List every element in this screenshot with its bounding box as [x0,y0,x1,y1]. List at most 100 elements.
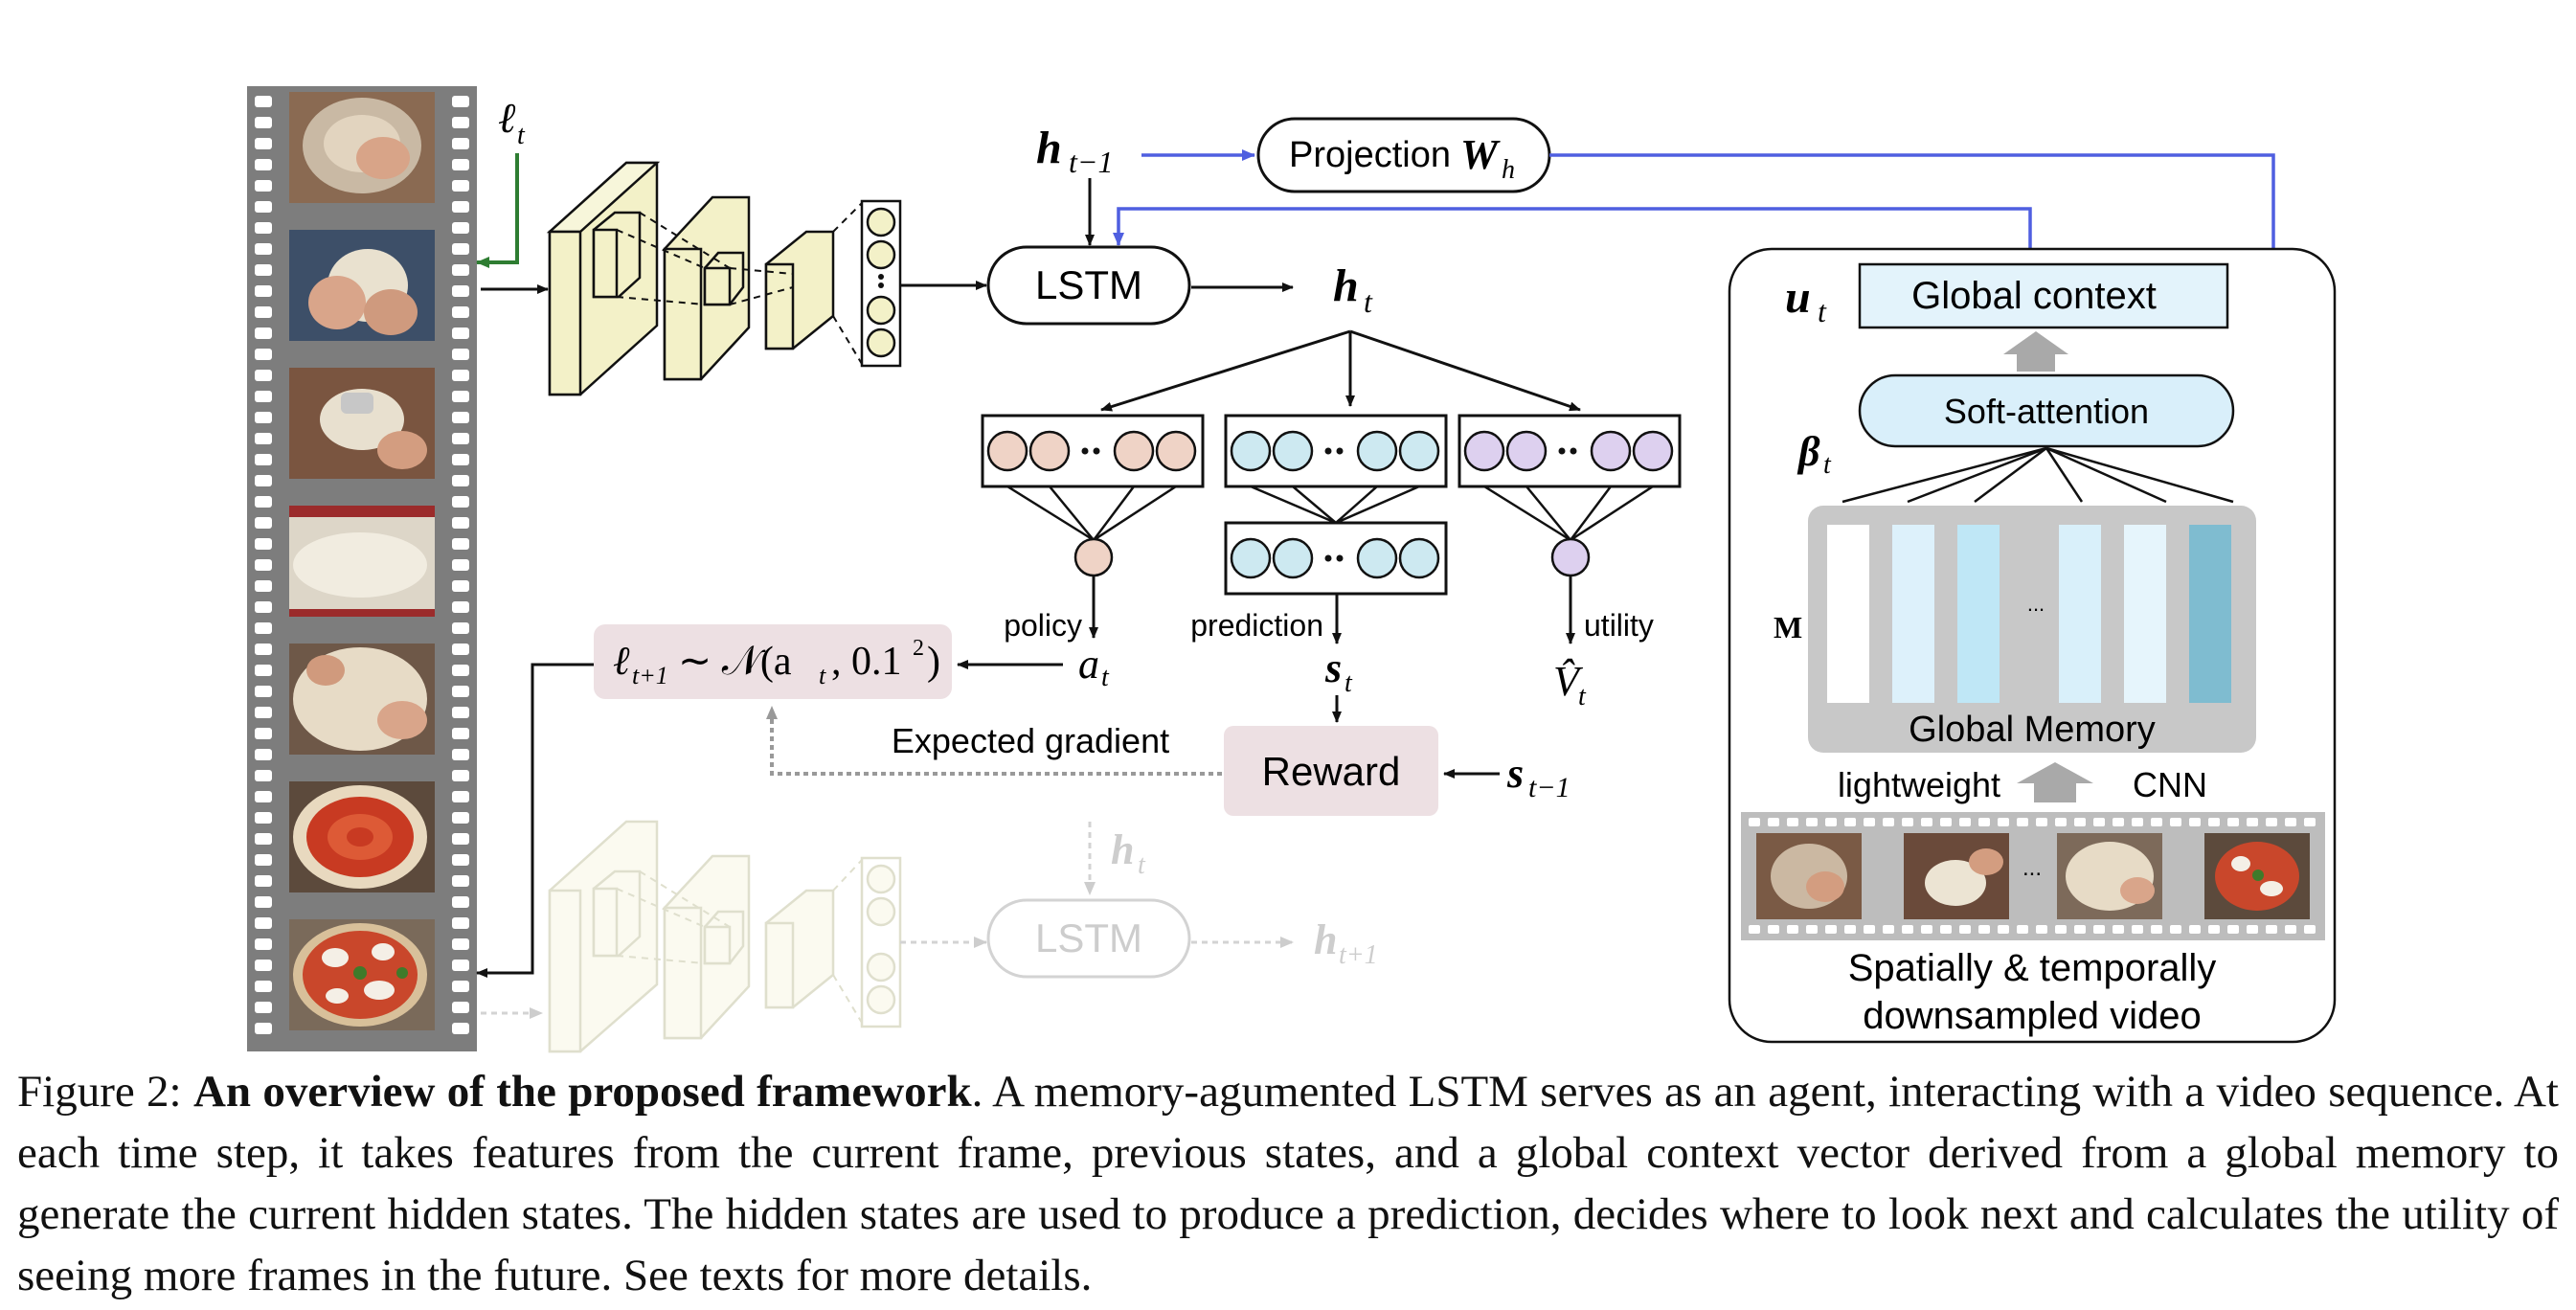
svg-text:ℓ: ℓ [498,95,516,142]
downsampled-frame-4 [2204,833,2310,919]
sprocket-hole [255,1023,272,1034]
framework-diagram: ℓ t h [247,86,2337,1053]
svg-text:t−1: t−1 [1528,772,1570,803]
sprocket-hole [2247,925,2258,934]
sprocket-hole [452,306,469,318]
sprocket-hole [2036,925,2047,934]
sprocket-hole [255,538,272,550]
sprocket-hole [452,496,469,508]
sprocket-hole [255,117,272,128]
sprocket-hole [1940,925,1952,934]
svg-text:Soft-attention: Soft-attention [1944,392,2149,431]
sprocket-hole [452,728,469,739]
sprocket-hole [452,349,469,360]
sprocket-hole [2074,818,2086,826]
sprocket-hole [1864,818,1875,826]
svg-text:Global context: Global context [1911,275,2157,317]
svg-text:Projection: Projection [1289,135,1451,175]
sprocket-hole [255,222,272,234]
sprocket-hole [2208,818,2220,826]
projection-box: Projection W h [1256,117,1551,193]
sprocket-hole [255,1002,272,1013]
sprocket-hole [255,391,272,402]
sprocket-hole [255,243,272,255]
sprocket-hole [1883,818,1894,826]
svg-text:u: u [1785,272,1811,323]
svg-text:utility: utility [1584,608,1654,643]
sprocket-hole [452,665,469,676]
sprocket-hole [452,601,469,613]
sprocket-hole [452,559,469,571]
sprocket-hole [255,517,272,529]
sprocket-hole [255,349,272,360]
sprocket-hole [2170,925,2181,934]
sprocket-hole [1921,925,1932,934]
sprocket-hole [255,580,272,592]
sprocket-hole [452,686,469,697]
sprocket-hole [2208,925,2220,934]
sprocket-hole [452,517,469,529]
caption-title: An overview of the proposed framework [192,1067,972,1117]
sprocket-hole [255,138,272,149]
location-input-arrow [476,153,519,268]
svg-text:Global Memory: Global Memory [1909,710,2156,750]
downsampled-strip-sprockets [1749,818,2316,934]
sprocket-hole [255,264,272,276]
sprocket-hole [452,433,469,444]
svg-text:LSTM: LSTM [1035,915,1142,960]
sprocket-hole [452,917,469,929]
frame-1 [289,92,435,203]
sprocket-hole [2266,818,2277,826]
svg-text:∼ 𝒩(a: ∼ 𝒩(a [678,640,792,684]
sprocket-hole [255,728,272,739]
svg-text:β: β [1796,428,1820,475]
sprocket-hole [255,875,272,887]
sprocket-hole [1749,818,1760,826]
sprocket-hole [2017,818,2028,826]
sprocket-hole [1959,818,1971,826]
sprocket-hole [452,896,469,908]
svg-text:h: h [1502,155,1515,185]
sprocket-hole [452,875,469,887]
sprocket-hole [452,328,469,339]
frame-2 [289,230,435,341]
sprocket-hole [1787,925,1798,934]
sprocket-hole [255,180,272,192]
memory-slot [1957,525,2000,703]
sprocket-hole [2036,818,2047,826]
svg-text:t: t [1344,668,1353,698]
sprocket-hole [2113,925,2124,934]
expected-gradient-label: Expected gradient [892,721,1169,760]
memory-slots [1827,525,2231,703]
svg-text:h: h [1036,123,1062,173]
sprocket-hole [2113,818,2124,826]
sprocket-hole [1998,818,2009,826]
memory-slot [2124,525,2166,703]
sprocket-hole [452,412,469,423]
sprocket-hole [1806,925,1818,934]
svg-text:CNN: CNN [2133,765,2207,804]
hidden-state-branches [1100,329,1581,412]
sprocket-hole [2247,818,2258,826]
sprocket-hole [255,433,272,444]
current-hidden-state: h t [1333,260,1373,319]
svg-text:ℓ: ℓ [613,640,630,684]
sprocket-hole [255,159,272,170]
sprocket-hole [255,854,272,866]
sprocket-hole [1787,818,1798,826]
sprocket-hole [452,243,469,255]
downsampled-frame-3 [2057,833,2162,919]
policy-head: policy a t [981,414,1205,692]
sprocket-hole [255,686,272,697]
sprocket-hole [1978,818,1990,826]
sprocket-hole [1959,925,1971,934]
sprocket-hole [452,180,469,192]
sprocket-hole [2093,818,2105,826]
svg-text:2: 2 [913,636,924,661]
sprocket-hole [452,1002,469,1013]
sprocket-hole [255,622,272,634]
sprocket-hole [255,665,272,676]
downsampled-frame-1 [1756,833,1862,919]
svg-text:t: t [1364,284,1373,319]
sprocket-hole [255,454,272,465]
